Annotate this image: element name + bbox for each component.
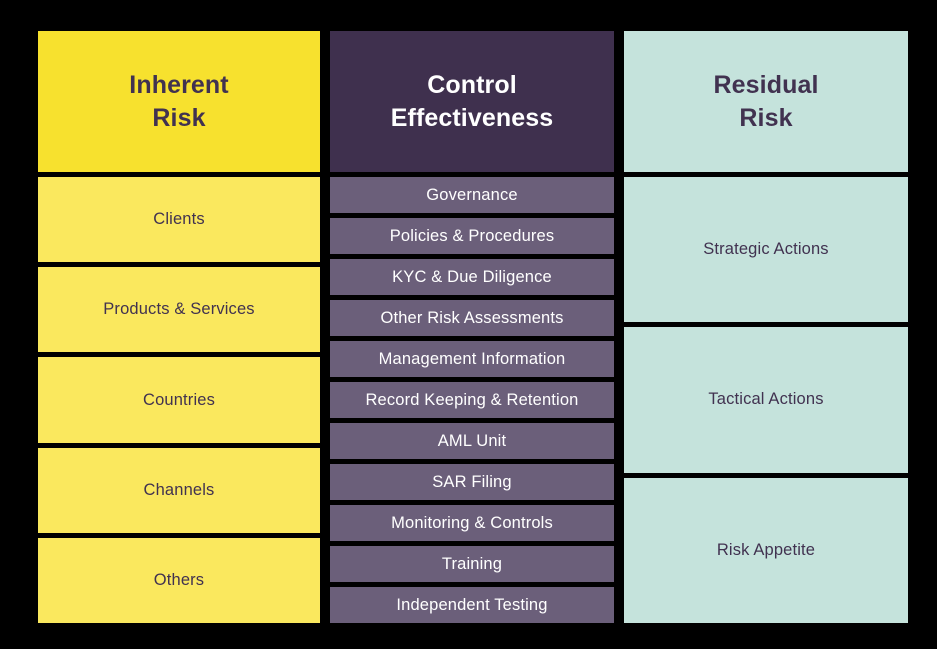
list-item[interactable]: Policies & Procedures (330, 218, 614, 254)
list-item[interactable]: Countries (38, 357, 320, 443)
column-header-inherent-risk: Inherent Risk (38, 31, 320, 172)
list-item[interactable]: Monitoring & Controls (330, 505, 614, 541)
column-control-effectiveness: Control Effectiveness Governance Policie… (330, 31, 614, 623)
list-item[interactable]: Independent Testing (330, 587, 614, 623)
column-header-control-effectiveness-line2: Effectiveness (390, 103, 554, 132)
list-item[interactable]: Products & Services (38, 267, 320, 353)
list-item[interactable]: SAR Filing (330, 464, 614, 500)
list-item[interactable]: AML Unit (330, 423, 614, 459)
column-header-inherent-risk-line2: Risk (152, 103, 206, 132)
list-item[interactable]: KYC & Due Diligence (330, 259, 614, 295)
column-header-residual-risk-line1: Residual (713, 70, 819, 99)
column-header-residual-risk: Residual Risk (624, 31, 908, 172)
list-item[interactable]: Other Risk Assessments (330, 300, 614, 336)
list-item[interactable]: Governance (330, 177, 614, 213)
column-header-control-effectiveness-line1: Control (427, 70, 517, 99)
column-header-residual-risk-line2: Risk (739, 103, 793, 132)
list-item[interactable]: Management Information (330, 341, 614, 377)
column-residual-risk: Residual Risk Strategic Actions Tactical… (624, 31, 908, 623)
list-item[interactable]: Clients (38, 177, 320, 263)
list-item[interactable]: Tactical Actions (624, 327, 908, 473)
column-inherent-risk: Inherent Risk Clients Products & Service… (38, 31, 320, 624)
column-header-control-effectiveness: Control Effectiveness (330, 31, 614, 172)
list-item[interactable]: Risk Appetite (624, 477, 908, 623)
list-item[interactable]: Training (330, 546, 614, 582)
risk-framework-board: Inherent Risk Clients Products & Service… (38, 31, 908, 624)
list-item[interactable]: Record Keeping & Retention (330, 382, 614, 418)
list-item[interactable]: Strategic Actions (624, 177, 908, 323)
list-item[interactable]: Channels (38, 447, 320, 533)
column-header-inherent-risk-line1: Inherent (129, 70, 229, 99)
list-item[interactable]: Others (38, 537, 320, 624)
